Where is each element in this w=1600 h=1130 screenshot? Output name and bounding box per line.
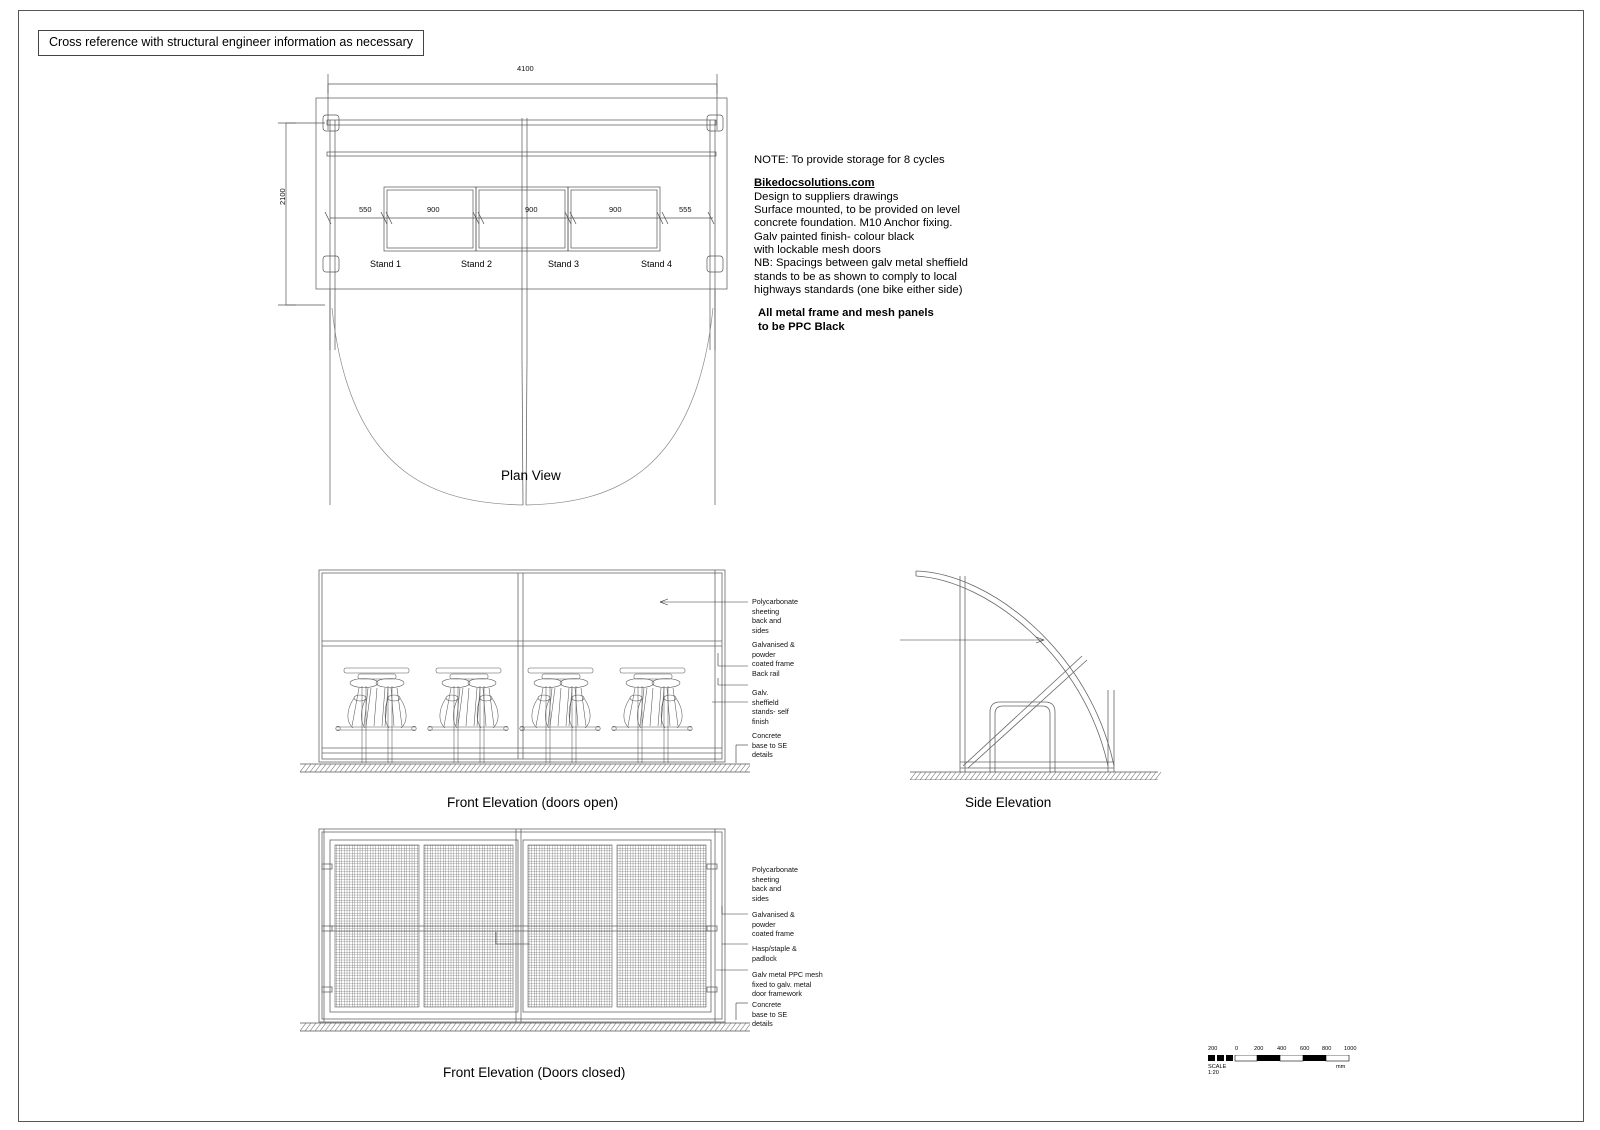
note-line5: Galv painted finish- colour black (754, 230, 915, 243)
note-line3: Surface mounted, to be provided on level (754, 203, 960, 216)
plan-dim-c: 900 (609, 205, 622, 214)
scale-tick-3: 400 (1277, 1046, 1287, 1052)
plan-dim-right: 555 (679, 205, 692, 214)
scale-tick-4: 600 (1300, 1046, 1310, 1052)
general-notes: NOTE: To provide storage for 8 cycles Bi… (754, 154, 984, 334)
plan-dim-b: 900 (525, 205, 538, 214)
side-elevation-drawing (900, 570, 1162, 780)
front-elevation-closed-drawing (300, 828, 750, 1032)
plan-dim-left: 550 (359, 205, 372, 214)
scale-tick-2: 200 (1254, 1046, 1264, 1052)
note-line8: stands to be as shown to comply to local (754, 270, 957, 283)
anno-galv-frame-closed: Galvanised &powder coated frame (752, 910, 795, 938)
scale-tick-0: 200 (1208, 1046, 1218, 1052)
front-closed-leaders (716, 906, 748, 1020)
scale-tick-5: 800 (1322, 1046, 1332, 1052)
front-elevation-closed-title: Front Elevation (Doors closed) (443, 1065, 626, 1080)
note-line9: highways standards (one bike either side… (754, 283, 963, 296)
scale-tick-6: 1000 (1344, 1046, 1357, 1052)
plan-dim-overall: 4100 (517, 64, 534, 73)
note-ppc-2: to be PPC Black (758, 320, 845, 333)
plan-stand-4-label: Stand 4 (641, 259, 673, 269)
note-storage: NOTE: To provide storage for 8 cycles (754, 154, 945, 166)
plan-view-drawing (278, 74, 728, 506)
side-elevation-title: Side Elevation (965, 795, 1052, 810)
note-line7: NB: Spacings between galv metal sheffiel… (754, 257, 968, 270)
anno-back-rail: Back rail (752, 669, 780, 678)
plan-stand-3-label: Stand 3 (548, 259, 580, 269)
title-block: Architects are to be notified of any dis… (1348, 10, 1582, 1120)
plan-dim-depth: 2100 (278, 188, 287, 205)
plan-stand-2-label: Stand 2 (461, 259, 493, 269)
note-line2: Design to suppliers drawings (754, 190, 899, 203)
cross-reference-note: Cross reference with structural engineer… (38, 30, 425, 56)
plan-dim-a: 900 (427, 205, 440, 214)
scale-caption: SCALE 1:20 (1208, 1064, 1227, 1076)
front-open-leaders (660, 598, 748, 763)
plan-view-title: Plan View (501, 468, 561, 483)
scale-unit: mm (1336, 1064, 1346, 1070)
front-elevation-open-title: Front Elevation (doors open) (447, 795, 619, 810)
note-line4: concrete foundation. M10 Anchor fixing. (754, 217, 953, 230)
scale-tick-1: 0 (1235, 1046, 1239, 1052)
plan-stand-1-label: Stand 1 (370, 259, 402, 269)
note-ppc-1: All metal frame and mesh panels (758, 307, 934, 320)
sheet-border (18, 10, 1584, 1122)
note-supplier-link: Bikedocsolutions.com (754, 177, 875, 190)
anno-galv-frame-open: Galvanised &powder coated frame (752, 640, 795, 668)
scale-bar-graphic (1208, 1055, 1350, 1062)
anno-hasp-padlock: Hasp/staple &padlock (752, 944, 797, 963)
note-line6: with lockable mesh doors (754, 243, 881, 256)
